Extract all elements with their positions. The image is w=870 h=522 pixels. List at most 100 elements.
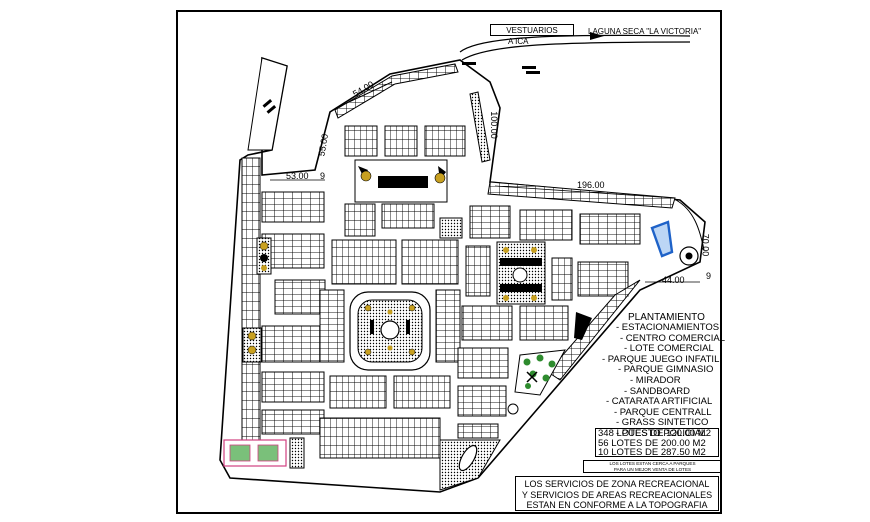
lot-block <box>319 289 345 363</box>
lot-block <box>461 305 513 341</box>
tree-icon <box>261 265 267 271</box>
lot-block <box>381 203 435 229</box>
tree-icon <box>434 172 446 184</box>
legend-item: - CENTRO COMERCIAL <box>620 332 726 344</box>
legend-item: - GRASS SINTETICO <box>616 417 709 429</box>
tree-icon <box>542 374 550 382</box>
lot-block <box>344 125 378 157</box>
legend-item: - CATARATA ARTIFICIAL <box>606 396 713 408</box>
legend-item: - PARQUE GIMNASIO <box>618 364 714 376</box>
note-line: LOS SERVICIOS DE ZONA RECREACIONAL <box>524 479 710 489</box>
lot-block <box>551 257 573 301</box>
lot-block <box>393 375 451 409</box>
gym-park <box>439 217 463 239</box>
lot-block <box>384 125 418 157</box>
roundabout-road <box>675 199 705 251</box>
road-to-lagoon <box>459 34 691 53</box>
lot-block <box>261 325 325 363</box>
lot-block <box>457 347 509 379</box>
legend-item: - SANDBOARD <box>624 385 690 397</box>
left-parks <box>242 237 272 363</box>
lot-block <box>465 245 491 297</box>
arrow-icon <box>590 32 604 40</box>
legend-item: - ESTACIONAMIENTOS <box>616 322 720 333</box>
lot-block <box>457 423 499 439</box>
lot-block <box>435 289 461 363</box>
dimension-line <box>494 185 675 199</box>
tree-icon <box>260 254 268 262</box>
tree-icon <box>548 360 556 368</box>
parking-lot <box>378 176 428 188</box>
synthetic-grass-court <box>223 439 287 467</box>
note-line: LOS LOTES ESTAN CERCA A PARQUES <box>609 461 696 466</box>
dimension-9b: 9 <box>706 271 712 281</box>
commercial-park <box>496 241 546 305</box>
tree-icon <box>364 304 372 312</box>
lot-block <box>469 91 491 163</box>
dimension-9a: 9 <box>320 171 326 181</box>
fountain-icon <box>380 320 400 340</box>
note-line: PARA UN MEJOR VENTA DE LOTES <box>613 466 692 472</box>
tree-icon <box>360 170 372 182</box>
waterfall-area <box>650 220 674 258</box>
lots-line: 348 LOTES DE 120.00 M2 <box>598 428 712 439</box>
legend-item: - PARQUE CENTRALL <box>614 406 712 418</box>
tree-icon <box>536 354 544 362</box>
mirador-icon <box>574 312 592 340</box>
lot-block <box>579 213 641 245</box>
lot-block <box>319 417 441 459</box>
lot-block <box>331 239 397 285</box>
parking-marker-icon <box>526 71 540 74</box>
police-post-core-icon <box>685 252 693 260</box>
central-park <box>349 291 431 371</box>
tree-icon <box>408 348 416 356</box>
lot-block <box>289 437 305 469</box>
legend-title: PLANTAMIENTO <box>628 312 705 323</box>
tree-icon <box>387 309 393 315</box>
lots-line: 56 LOTES DE 200.00 M2 <box>598 437 706 449</box>
note-line: ESTAN EN CONFORME A LA TOPOGRAFIA <box>526 500 708 510</box>
lot-block <box>344 203 376 237</box>
tree-icon <box>387 345 393 351</box>
tree-icon <box>503 247 509 253</box>
to-ica-label: A ICA <box>508 37 529 46</box>
tree-icon <box>247 345 257 355</box>
roundabout-icon <box>507 403 519 415</box>
dimension-196: 196.00 <box>577 180 605 190</box>
laguna-label: LAGUNA SECA "LA VICTORIA" <box>588 27 702 36</box>
legend-item: - LOTE COMERCIAL <box>624 343 714 355</box>
lot-block <box>401 239 459 285</box>
services-note: LOS SERVICIOS DE ZONA RECREACIONAL Y SER… <box>515 476 719 511</box>
pond-icon <box>458 444 478 472</box>
tree-icon <box>364 348 372 356</box>
lot-block <box>577 261 629 297</box>
dimension-53: 53.00 <box>286 171 309 181</box>
gym-park-trees <box>514 349 566 396</box>
lot-block <box>274 279 326 315</box>
note-line: Y SERVICIOS DE AREAS RECREACIONALES <box>521 489 713 500</box>
parking-marker-icon <box>522 66 536 69</box>
dimension-line <box>335 81 393 109</box>
dimension-44: 44.00 <box>662 275 685 285</box>
lot-block <box>334 63 459 119</box>
lots-line: 10 LOTES DE 287.50 M2 <box>598 447 706 459</box>
tree-icon <box>531 295 537 301</box>
legend-item: - MIRADOR <box>630 374 681 386</box>
tree-icon <box>531 247 537 253</box>
legend-item: - PARQUE JUEGO INFATIL <box>602 353 720 365</box>
lot-block <box>329 375 387 409</box>
lot-block <box>241 157 261 459</box>
lot-block <box>457 385 507 417</box>
strip-marker-icon <box>262 99 277 114</box>
tree-icon <box>259 241 269 251</box>
tree-icon <box>247 331 257 341</box>
dimension-100: 100.00 <box>488 111 499 139</box>
lot-block <box>261 233 325 269</box>
lot-block <box>424 125 466 157</box>
parking-marker-icon <box>462 62 476 65</box>
legend-list: - ESTACIONAMIENTOS - CENTRO COMERCIAL - … <box>596 322 726 440</box>
lots-summary: 348 LOTES DE 120.00 M2 56 LOTES DE 200.0… <box>595 428 719 457</box>
lot-block <box>261 191 325 223</box>
lot-block <box>261 371 325 403</box>
